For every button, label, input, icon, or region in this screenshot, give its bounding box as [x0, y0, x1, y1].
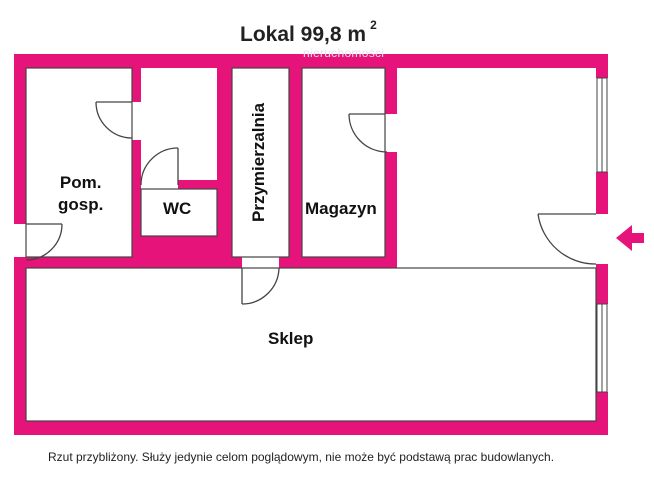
title-text: Lokal 99,8 m [240, 23, 367, 46]
door-swing-entrance [537, 213, 597, 265]
outer-wall-right-top [596, 54, 608, 78]
door-swing-magazyn [348, 113, 388, 153]
arrow-left-icon [616, 225, 644, 251]
magazyn-room-outline [301, 67, 386, 258]
door-swing-wc [140, 147, 179, 186]
title-superscript: 2 [370, 18, 377, 32]
outer-wall-left-upper [14, 54, 26, 224]
wall-magazyn-right-upper [385, 54, 397, 114]
doors [25, 101, 597, 305]
door-swing-pom-left [25, 223, 63, 261]
wc-label: WC [163, 199, 192, 218]
wall-przym-right [289, 54, 302, 268]
interior-wall-horizontal-2 [279, 257, 397, 268]
openings [141, 180, 178, 189]
przym-room-outline [231, 67, 290, 258]
magazyn-label: Magazyn [305, 199, 377, 218]
pom-label-line1: Pom. [59, 173, 102, 192]
pom-label-line2: gosp. [58, 195, 104, 214]
watermark: nieruchomości [303, 46, 385, 60]
sklep-label: Sklep [268, 329, 314, 348]
outer-wall-bottom [14, 421, 608, 435]
interior-wall-horizontal-1 [14, 257, 242, 268]
wc-door-gap [141, 180, 178, 189]
przymierzalnia-label: Przymierzalnia [249, 102, 268, 222]
wall-wc-inner-top [178, 180, 226, 189]
wc-room-outline [140, 188, 218, 237]
entrance-arrow-shape [616, 225, 644, 251]
walls [14, 54, 608, 435]
room-lines [25, 67, 597, 422]
door-swing-pom-upper [95, 101, 133, 139]
windows [596, 77, 608, 393]
door-swing-przym [241, 267, 280, 305]
wall-przym-left [226, 54, 232, 268]
wall-pom-wc-lower [132, 140, 141, 268]
outer-wall-top [14, 54, 608, 68]
outer-wall-right-low [596, 264, 608, 304]
pom-gosp-label: Pom. gosp. [58, 172, 103, 216]
wc-floor-block [132, 236, 230, 268]
disclaimer-note: Rzut przybliżony. Służy jedynie celom po… [48, 450, 555, 464]
outer-wall-right-bottom [596, 392, 608, 435]
outer-wall-left-lower [14, 268, 26, 435]
outer-wall-right-mid [596, 172, 608, 214]
sklep-room-outline [25, 267, 597, 422]
wall-pom-wc-upper [132, 54, 141, 102]
pom-room-outline [25, 67, 133, 258]
wall-magazyn-right-lower [385, 152, 397, 268]
